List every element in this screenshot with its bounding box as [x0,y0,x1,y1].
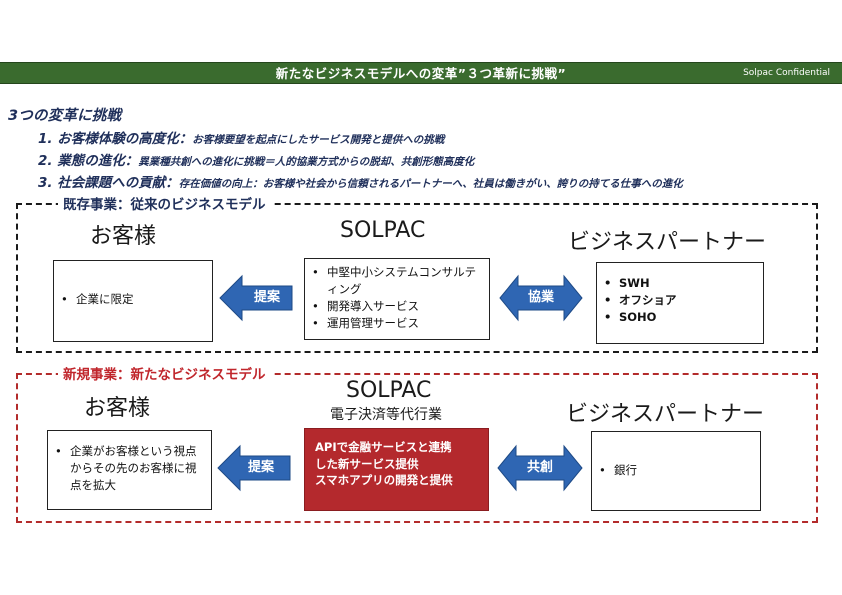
list-item: SWH [597,275,763,292]
list-item: オフショア [597,292,763,309]
challenge-head: 業態の進化： [57,153,139,169]
new-partner-title: ビジネスパートナー [566,402,765,427]
new-solpac-service-box: APIで金融サービスと連携 した新サービス提供 スマホアプリの開発と提供 [304,428,489,511]
new-proposal-label: 提案 [247,460,274,475]
challenge-desc: お客様要望を起点にしたサービス開発と提供への挑戦 [192,134,445,146]
challenges-title: 3つの変革に挑戦 [8,108,122,124]
header-bar: 新たなビジネスモデルへの変革”３つ革新に挑戦” Solpac Confident… [0,62,842,84]
list-item: 企業がお客様という視点からその先のお客様に視点を拡大 [48,443,211,494]
challenge-number: 1. [38,131,53,147]
challenge-head: お客様体験の高度化： [57,131,193,147]
existing-proposal-arrow [219,274,293,322]
challenge-desc: 異業種共創への進化に挑戦＝人的協業方式からの脱却、共創形態高度化 [138,156,475,168]
list-item: 開発導入サービス [305,298,489,315]
existing-partner-box: SWH オフショア SOHO [596,262,764,344]
existing-customer-title: お客様 [90,224,157,249]
new-solpac-subtitle: 電子決済等代行業 [330,407,442,423]
list-item: 運用管理サービス [305,315,489,332]
challenge-item-2: 2. 業態の進化：異業種共創への進化に挑戦＝人的協業方式からの脱却、共創形態高度… [38,149,474,169]
new-customer-title: お客様 [84,396,151,421]
existing-business-frame [16,203,818,353]
challenge-head: 社会課題への貢献： [57,175,179,191]
new-solpac-title: SOLPAC [346,378,432,403]
challenge-desc: 存在価値の向上：お客様や社会から信頼されるパートナーへ、社員は働きがい、誇りの持… [178,178,683,190]
new-customer-box: 企業がお客様という視点からその先のお客様に視点を拡大 [47,430,212,510]
new-proposal-arrow [217,444,291,492]
service-line: した新サービス提供 [315,456,419,471]
new-cocreation-label: 共創 [526,460,553,475]
list-item: 銀行 [592,462,760,479]
existing-collab-label: 協業 [527,290,554,305]
existing-customer-box: 企業に限定 [53,260,213,342]
service-line: スマホアプリの開発と提供 [315,473,453,487]
challenge-number: 2. [38,153,53,169]
header-title: 新たなビジネスモデルへの変革”３つ革新に挑戦” [275,66,567,81]
new-business-label: 新規事業：新たなビジネスモデル [58,363,271,383]
new-partner-box: 銀行 [591,431,761,511]
list-item: 中堅中小システムコンサルティング [305,264,489,298]
existing-business-label: 既存事業：従来のビジネスモデル [58,193,271,213]
challenge-number: 3. [38,175,53,191]
existing-solpac-box: 中堅中小システムコンサルティング 開発導入サービス 運用管理サービス [304,258,490,340]
existing-proposal-label: 提案 [253,290,280,305]
list-item: 企業に限定 [54,291,212,308]
challenge-item-1: 1. お客様体験の高度化：お客様要望を起点にしたサービス開発と提供への挑戦 [38,127,444,147]
existing-collab-arrow [499,274,583,322]
new-business-frame [16,373,818,523]
service-line: APIで金融サービスと連携 [315,440,452,454]
new-cocreation-arrow [497,444,583,492]
existing-solpac-title: SOLPAC [340,218,426,243]
list-item: SOHO [597,309,763,326]
challenge-item-3: 3. 社会課題への貢献：存在価値の向上：お客様や社会から信頼されるパートナーへ、… [38,171,683,191]
existing-partner-title: ビジネスパートナー [568,230,767,255]
confidential-label: Solpac Confidential [743,68,830,78]
